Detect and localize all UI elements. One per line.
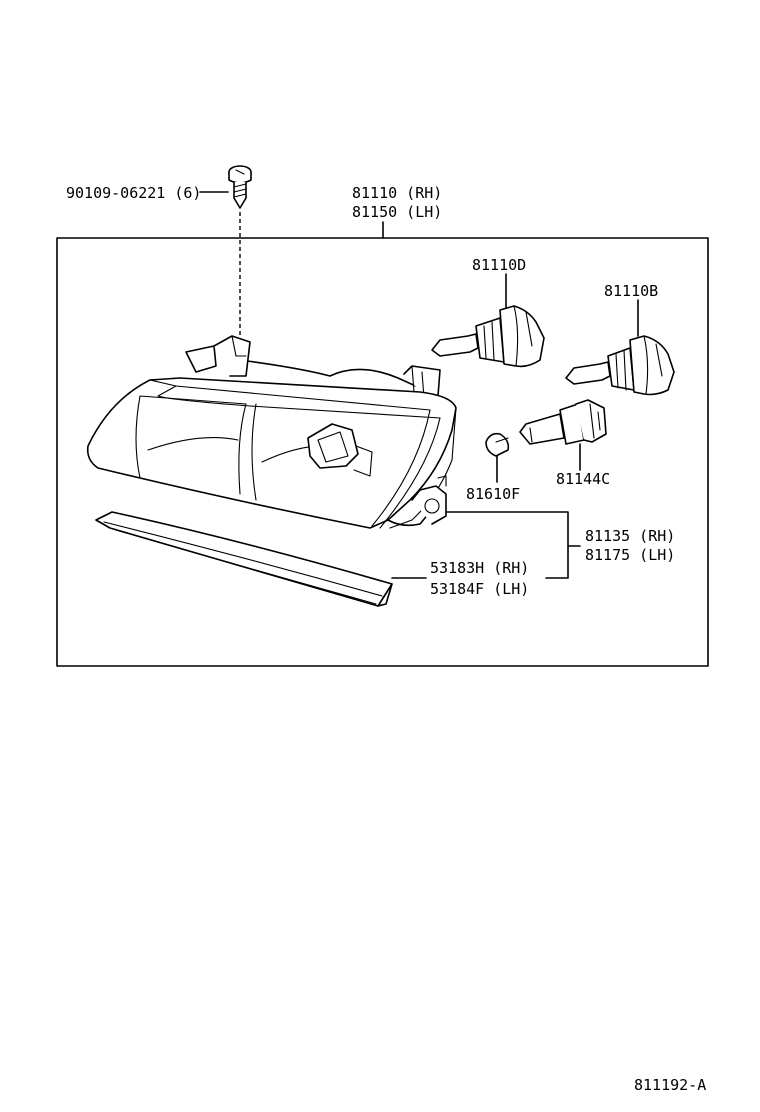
screw-part-label: 90109-06221 (6) [66,184,201,202]
bulb-b-label: 81110B [604,282,658,300]
screw-icon [228,165,252,209]
moulding-rh-label: 53183H (RH) [430,559,529,577]
side-lamp-lh-label: 81175 (LH) [585,546,675,564]
side-lamp-leader [445,511,569,579]
bulb-81110b-icon [565,335,675,396]
side-moulding [95,511,393,607]
socket-label: 81144C [556,470,610,488]
bulb-81110d-icon [431,305,545,368]
side-lamp-rh-label: 81135 (RH) [585,527,675,545]
bulb-d-label: 81110D [472,256,526,274]
headlamp-lh-label: 81150 (LH) [352,203,442,221]
socket-icon [519,399,607,445]
wedge-bulb-label: 81610F [466,485,520,503]
moulding-lh-label: 53184F (LH) [430,580,529,598]
headlamp-housing [86,335,457,529]
headlamp-rh-label: 81110 (RH) [352,184,442,202]
illustration-code: 811192-A [634,1076,706,1094]
wedge-bulb-icon [485,432,510,457]
